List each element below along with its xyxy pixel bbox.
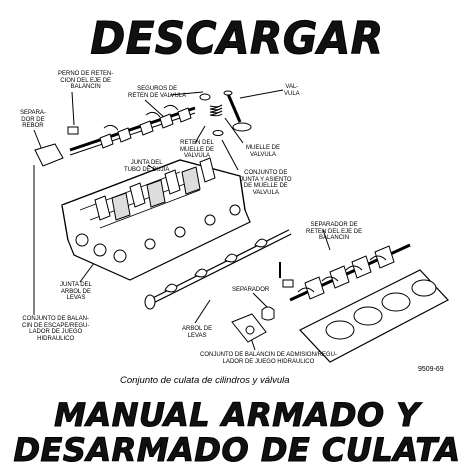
spring-seat xyxy=(212,130,224,136)
label-conjunto-admision: CONJUNTO DE BALANCIN DE ADMISION/REGU- L… xyxy=(200,352,337,365)
label-muelle: MUELLE DE VALVULA xyxy=(246,145,281,158)
leader-line xyxy=(239,89,284,99)
leader-line xyxy=(33,129,43,151)
leader-line xyxy=(71,91,75,126)
leader-line xyxy=(169,91,204,96)
valve-spring xyxy=(209,104,223,117)
leader-line xyxy=(221,139,239,171)
cylinder-head xyxy=(61,157,251,281)
label-perno: PERNO DE RETEN- CION DEL EJE DE BALANCIN xyxy=(58,71,114,91)
camshaft xyxy=(144,229,292,310)
label-valvula: VAL- VULA xyxy=(284,84,300,97)
diagram-caption: Conjunto de culata de cilindros y válvul… xyxy=(120,375,290,386)
head-gasket xyxy=(299,269,449,363)
leader-line xyxy=(252,292,269,309)
label-junta-arbol: JUNTA DEL ARBOL DE LEVAS xyxy=(60,282,92,302)
label-reten-muelle: RETEN DEL MUELLE DE VALVULA xyxy=(180,140,215,160)
leader-line xyxy=(144,99,166,119)
rocker-shaft-top xyxy=(69,104,196,156)
spacer-block xyxy=(261,306,275,321)
label-conjunto-junta: CONJUNTO DE JUNTA Y ASIENTO DE MUELLE DE… xyxy=(240,170,292,196)
label-arbol-levas: ARBOL DE LEVAS xyxy=(182,326,213,339)
spacer-small xyxy=(282,279,294,288)
rocker-spacer xyxy=(67,126,79,135)
figure-number: 9509-69 xyxy=(418,366,444,373)
label-separador: SEPARADOR xyxy=(232,287,270,293)
label-separador-balancin: SEPARA- DOR DE REBOR xyxy=(20,110,46,130)
rocker-shaft-bottom xyxy=(289,243,411,302)
leader-line xyxy=(194,299,211,324)
label-seguros: SEGUROS DE RETEN DE VALVULA xyxy=(128,86,187,99)
rocker-end-bracket xyxy=(34,143,64,167)
label-junta-tubo: JUNTA DEL TUBO DE BUJIA xyxy=(124,160,170,173)
subtitle-line-2: DESARMADO DE CULATA xyxy=(13,431,461,470)
valve xyxy=(223,90,252,132)
valve-retainer xyxy=(199,93,211,101)
leader-line xyxy=(194,125,206,144)
page-title: DESCARGAR xyxy=(90,12,384,65)
leader-line xyxy=(322,229,331,251)
leader-line xyxy=(224,117,244,144)
subtitle-line-1: MANUAL ARMADO Y xyxy=(54,396,420,435)
label-separador-reten: SEPARADOR DE RETEN DEL EJE DE BALANCIN xyxy=(306,222,363,242)
label-conjunto-escape: CONJUNTO DE BALAN- CIN DE ESCAPE/REGU- L… xyxy=(22,316,90,342)
